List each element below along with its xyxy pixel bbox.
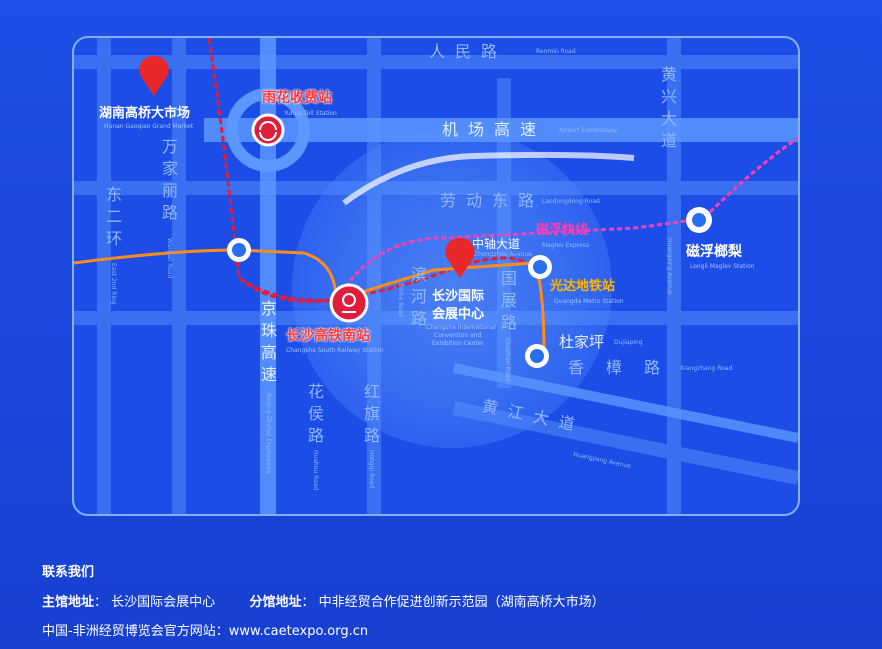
poi-guangda-metro-en: Guangda Metro Station	[554, 298, 624, 305]
road-laodong: 劳动东路	[440, 191, 545, 210]
jingzhu-expressway	[260, 38, 276, 514]
location-pin-icon-expo	[445, 238, 475, 278]
road-zhongzhou-en: Zhongzhou Avenue	[474, 251, 532, 258]
railway-station-icon	[329, 283, 369, 323]
contact-title: 联系我们	[42, 565, 95, 580]
poi-south-station-en: Changsha South Railway Station	[286, 347, 384, 354]
maglev-express-en: Maglev Express	[542, 242, 589, 249]
poi-expo-center-l2[interactable]: 会展中心	[432, 307, 485, 322]
road-zhongzhou: 中轴大道	[472, 237, 521, 251]
poi-longli-maglev[interactable]: 磁浮榔梨	[686, 244, 742, 260]
road-wanjiali-en: Wanjiali Road	[166, 238, 173, 279]
map[interactable]: 人民路 Renmin Road 机场高速 Airport Expressway …	[72, 36, 800, 516]
metro-station-marker-west	[227, 238, 251, 262]
road-jingzhu: 京珠高速	[258, 300, 277, 388]
road-laodong-en: Laodongdong Road	[542, 198, 600, 205]
poi-guangda-metro[interactable]: 光达地铁站	[550, 279, 616, 294]
branch-value: 中非经贸合作促进创新示范园（湖南高桥大市场）	[318, 595, 605, 610]
poi-yuhua-toll[interactable]: 雨花收费站	[262, 90, 332, 106]
road-binhe-en: Binhe Road	[397, 283, 404, 318]
maglev-express-label: 磁浮快线	[536, 223, 589, 238]
road-binhe: 滨河路	[408, 266, 427, 332]
poi-longli-maglev-en: Longli Maglev Station	[690, 263, 755, 270]
road-huangxing: 黄兴大道	[658, 66, 677, 154]
expo-highlight-circle	[292, 128, 612, 448]
road-huahou-en: Huahou Road	[312, 450, 319, 491]
metro-station-marker-dujiaping	[525, 344, 549, 368]
toll-station-icon	[251, 113, 285, 147]
dujiaping-label: 杜家坪	[559, 333, 605, 351]
metro-line	[74, 248, 546, 357]
dujiaping-en: Dujiaping	[614, 339, 643, 346]
road-renmin-en: Renmin Road	[536, 48, 576, 55]
road-huahou: 花侯路	[305, 383, 324, 449]
road-hongqi-en: Hongqi Road	[368, 450, 375, 489]
road-hongqi: 红旗路	[361, 383, 380, 449]
poi-expo-center-en-l2: Convention and	[434, 332, 482, 339]
main-hall-value: 长沙国际会展中心	[111, 595, 216, 610]
poi-gaoqiao[interactable]: 湖南高桥大市场	[99, 106, 191, 121]
map-canvas	[74, 38, 798, 514]
road-east2: 东二环	[103, 186, 122, 252]
website-line[interactable]: 中国-非洲经贸博览会官方网站：www.caetexpo.org.cn	[42, 624, 369, 639]
road-huangxing-en: Huangxing Avenue	[666, 238, 673, 295]
curved-road	[342, 151, 635, 206]
poi-yuhua-toll-en: Yuhua Toll Station	[284, 110, 337, 117]
metro-station-marker-guangda	[528, 255, 552, 279]
address-line: 主馆地址： 长沙国际会展中心 分馆地址： 中非经贸合作促进创新示范园（湖南高桥大…	[42, 595, 605, 610]
poi-gaoqiao-en: Hunan Gaoqiao Grand Market	[104, 123, 194, 130]
road-wanjiali: 万家丽路	[159, 138, 178, 226]
road-guozhan: 国展路	[498, 270, 517, 336]
poi-expo-center-en-l1: Changsha International	[426, 324, 497, 331]
road-xiangzhang: 香樟路	[568, 358, 683, 377]
road-east2-en: East 2nd Ring	[110, 263, 117, 305]
branch-label: 分馆地址	[249, 595, 302, 610]
maglev-station-marker-longli	[686, 207, 712, 233]
road-renmin: 人民路	[429, 42, 508, 61]
poi-expo-center-l1[interactable]: 长沙国际	[432, 289, 485, 304]
road-jingzhu-en: Beijing-Zhuhai Expressway	[265, 393, 272, 474]
road-guozhan-en: Guozhan Road	[504, 338, 511, 382]
location-pin-icon-gaoqiao	[139, 56, 169, 96]
road-airport: 机场高速	[442, 120, 547, 139]
maglev-line	[334, 136, 798, 301]
main-hall-label: 主馆地址	[42, 595, 95, 610]
yuhua-toll-ring	[226, 88, 310, 172]
road-xiangzhang-en: Xiangzhang Road	[680, 365, 733, 372]
poi-expo-center-en-l3: Exhibition Center	[432, 340, 484, 347]
poi-south-station[interactable]: 长沙高铁南站	[286, 328, 370, 344]
road-airport-en: Airport Expressway	[559, 127, 618, 134]
